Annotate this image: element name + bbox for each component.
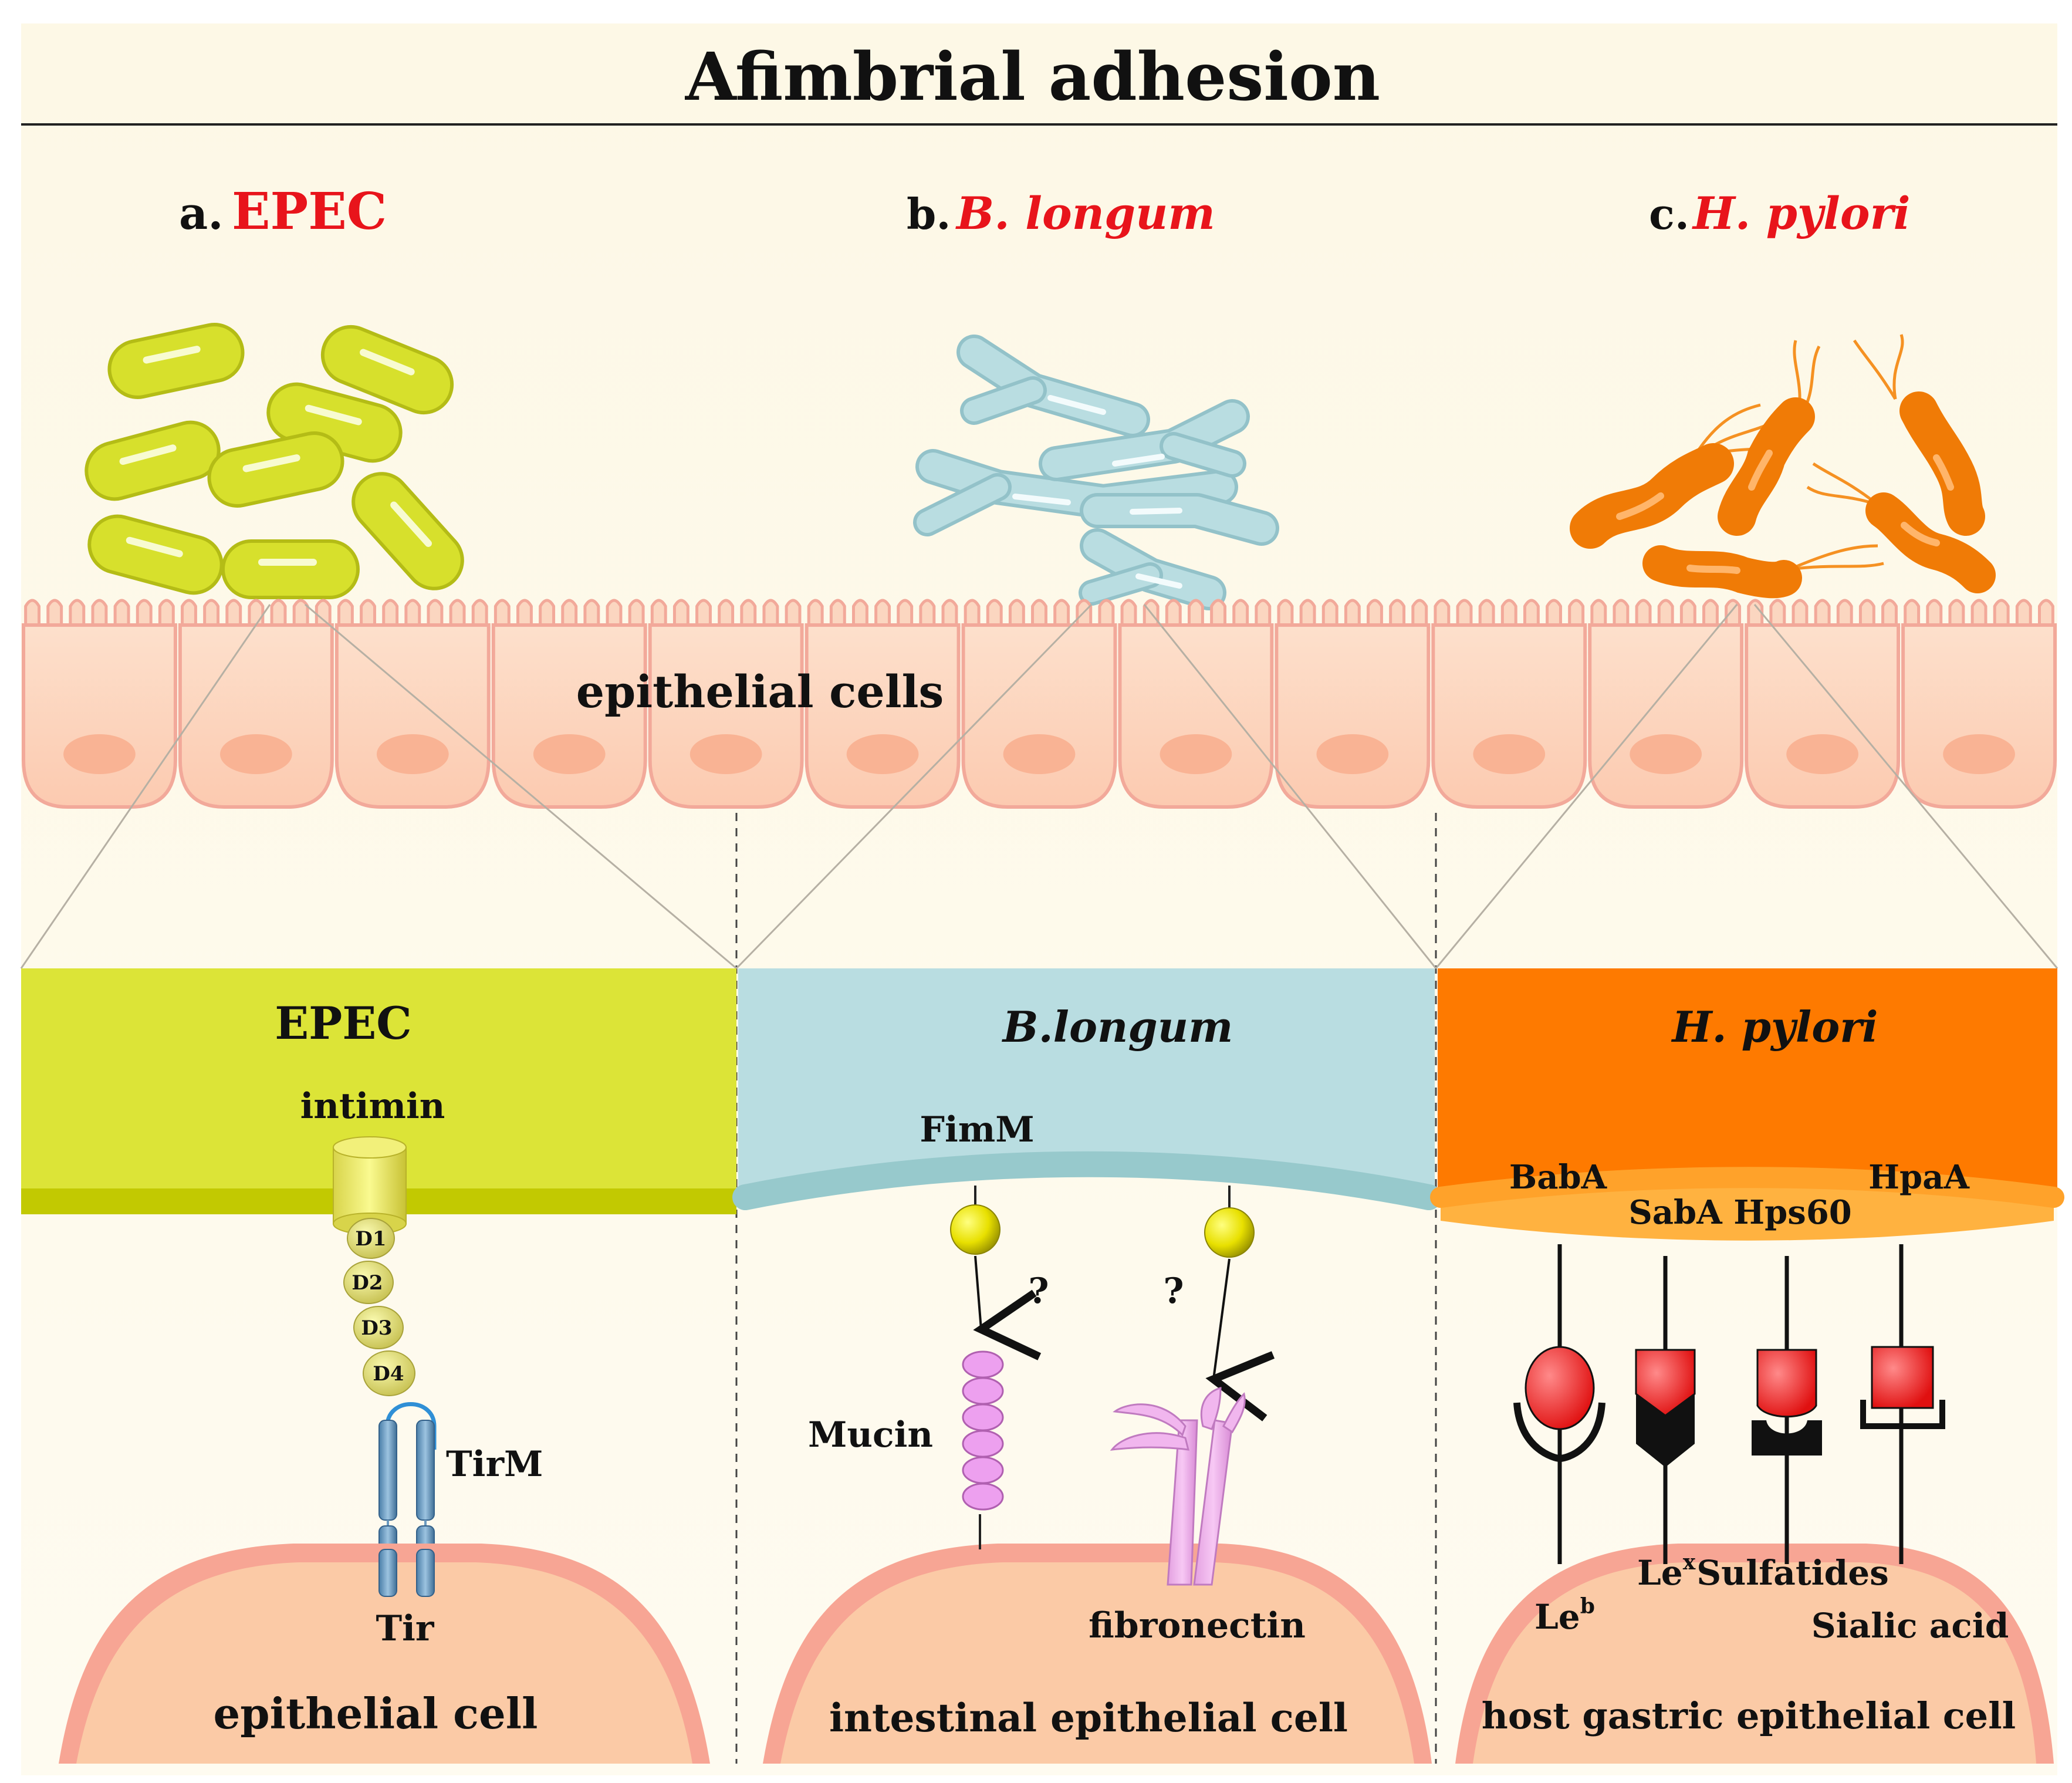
blongum-host-cell [780,1562,1414,1764]
figure-title: Afimbrial adhesion [685,39,1380,116]
hpylori-header: H. pylori [1671,1002,1878,1052]
sulfatides-label: Sulfatides [1696,1553,1889,1593]
domain-d2-label: D2 [351,1271,383,1295]
hpaa-label: HpaA [1868,1158,1970,1197]
hpylori-host-cell [1473,1562,2036,1764]
figure-background [21,23,2057,1775]
question-mark-2: ? [1163,1271,1184,1312]
mucin-label: Mucin [808,1414,933,1456]
epithelial-cell [1901,599,2057,809]
arrow-to-fibronectin [1214,1258,1229,1379]
epithelial-cells-label: epithelial cells [576,666,944,718]
leb-label: Leb [1534,1594,1595,1637]
domain-d3-label: D3 [361,1316,392,1340]
arrow-to-mucin [975,1255,981,1329]
epithelial-cell [1745,599,1901,809]
domain-d4-label: D4 [373,1362,404,1386]
epithelial-cell-row [22,599,2057,809]
panel-hpylori: H. pylori BabA SabA Hps60 HpaA [1430,968,2064,1764]
section-heading-c: c. H. pylori [1649,187,1911,239]
epec-bacteria-cluster [84,323,464,599]
zoom-guide-lines [20,603,2059,970]
epithelial-cell [1431,599,1587,809]
fimm-ball-right [1204,1207,1255,1258]
blongum-bacteria-cluster [913,335,1279,610]
section-heading-a: a. EPEC [179,182,387,241]
hpylori-cell-label: host gastric epithelial cell [1482,1694,2016,1737]
blongum-membrane [738,968,1435,1202]
fimm-ball-left [950,1204,1000,1255]
epithelial-cell [805,599,961,809]
domain-d2 [343,1261,394,1304]
epithelial-cell [334,599,491,809]
hpylori-bacteria-cluster [1570,334,1996,599]
hpaa-sialic-complex [1860,1346,1945,1429]
panel-blongum: B.longum FimM ? ? Mucin [732,968,1442,1764]
section-a-name: EPEC [232,182,387,241]
domain-d3 [353,1306,404,1349]
lex-label: Lex [1637,1550,1696,1593]
blongum-header: B.longum [1002,1002,1233,1052]
section-b-prefix: b. [907,189,951,239]
section-a-prefix: a. [179,187,224,239]
intimin-domains: D1 D2 D3 D4 [343,1218,415,1396]
hpylori-membrane [1438,968,2057,1203]
fimm-label: FimM [920,1109,1034,1150]
tirm-label: TirM [446,1444,543,1485]
epithelial-cell [178,599,334,809]
hps60-sulfatides-complex [1752,1349,1822,1456]
question-mark-1: ? [1028,1271,1049,1312]
epithelial-cell [22,599,177,809]
saba-lex-complex [1635,1349,1696,1467]
mucin-chain [962,1350,1004,1549]
epec-host-cell [76,1562,692,1764]
intimin-label: intimin [300,1086,445,1127]
section-heading-b: b. B. longum [907,187,1215,239]
epithelial-cell [1588,599,1744,809]
tir-label: Tir [376,1608,434,1649]
epithelial-cell [1275,599,1431,809]
hps60-label: Hps60 [1733,1193,1852,1232]
blongum-membrane-edge [732,1151,1442,1210]
baba-leb-complex [1513,1346,1605,1463]
domain-d4 [363,1350,415,1396]
baba-label: BabA [1509,1158,1608,1197]
fibronectin-molecule [1110,1387,1246,1586]
epithelial-cell [1118,599,1274,809]
section-c-name: H. pylori [1692,187,1911,239]
hpylori-membrane-edge [1441,1180,2054,1241]
epec-header: EPEC [275,997,412,1049]
fibronectin-label: fibronectin [1089,1605,1306,1646]
epithelial-cell [648,599,804,809]
blongum-cell-label: intestinal epithelial cell [829,1695,1348,1741]
epithelial-cell [961,599,1117,809]
saba-label: SabA [1628,1193,1723,1232]
domain-d1-label: D1 [355,1227,386,1251]
sialic-acid-label: Sialic acid [1811,1606,2009,1646]
epithelial-cell [491,599,647,809]
section-b-name: B. longum [955,187,1215,239]
epec-cell-label: epithelial cell [213,1689,538,1738]
domain-d1 [347,1218,395,1259]
panel-epec: EPEC intimin D1 D2 D3 D4 [21,968,736,1764]
section-c-prefix: c. [1649,189,1689,239]
